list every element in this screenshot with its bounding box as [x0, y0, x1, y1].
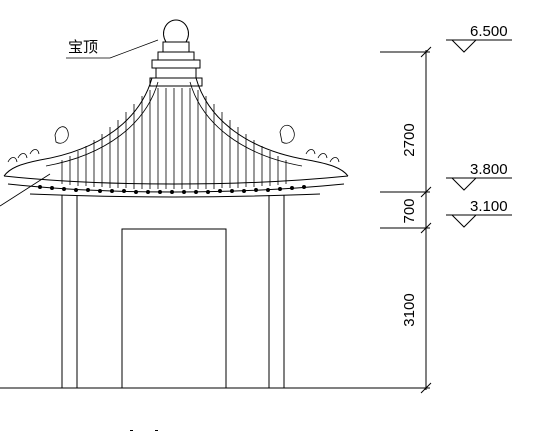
elevation-column-label: 3.100: [470, 198, 508, 215]
elevation-top-label: 6.500: [470, 23, 508, 40]
elevation-marker-top: 6.500: [446, 23, 512, 53]
elevation-marker-column: 3.100: [446, 198, 512, 228]
tile-ends: [38, 185, 306, 194]
dimension-3100: 3100: [401, 293, 418, 326]
right-column: [268, 195, 285, 388]
finial-label: 宝顶: [68, 38, 98, 56]
elevation-eave-label: 3.800: [470, 161, 508, 178]
finial: [149, 19, 203, 87]
left-column: [61, 195, 78, 388]
dimension-700: 700: [401, 198, 418, 223]
door-opening: [121, 228, 227, 388]
finial-leader: [66, 39, 159, 59]
ground-ticks: [130, 430, 158, 431]
roof: [3, 77, 349, 198]
ridge-ornament-right: [279, 124, 340, 163]
dimension-chain: [380, 46, 432, 394]
eave-leader: [0, 173, 51, 207]
ridge-ornament-left: [7, 126, 69, 163]
roof-tiles: [61, 88, 287, 189]
dimension-2700: 2700: [401, 123, 418, 156]
elevation-marker-eave: 3.800: [446, 161, 512, 191]
